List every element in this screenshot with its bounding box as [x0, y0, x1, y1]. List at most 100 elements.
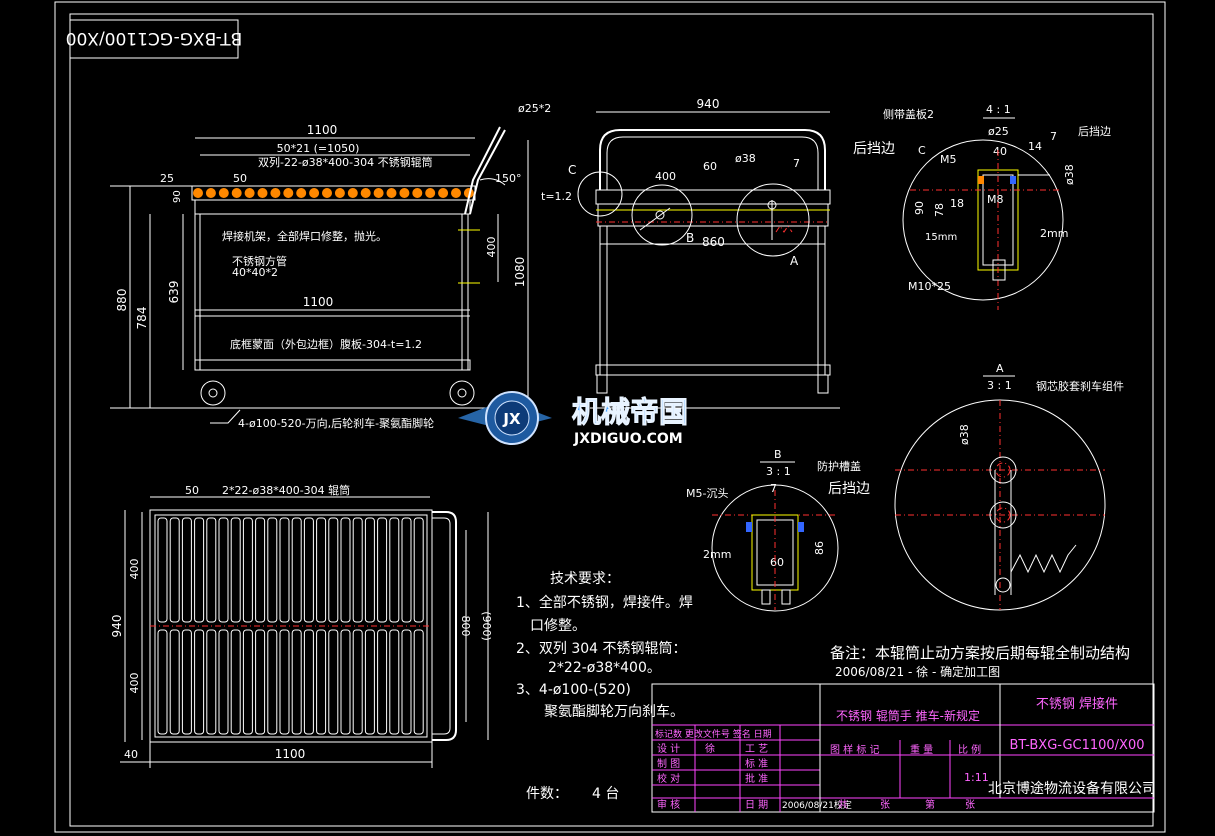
- remark: 备注：本辊筒止动方案按后期每辊全制动结构: [830, 644, 1130, 662]
- title-design: 设 计: [657, 742, 680, 755]
- tech-item3a: 3、4-ø100-(520): [516, 682, 631, 698]
- side-roller: [334, 188, 345, 198]
- top-roller: [316, 629, 327, 735]
- front-detail-a-circle: [736, 183, 810, 257]
- dim-1100-mid: 1100: [303, 295, 334, 309]
- tube-note-2: 40*40*2: [232, 266, 278, 279]
- top-roller: [303, 517, 314, 623]
- rotated-code: BT-BXG-GC1100/X00: [66, 28, 243, 48]
- top-roller: [401, 517, 412, 623]
- front-label-b: B: [686, 231, 694, 245]
- side-roller: [270, 188, 281, 198]
- top-roller: [291, 517, 302, 623]
- tech-item1b: 口修整。: [530, 618, 586, 634]
- top-roller: [328, 517, 339, 623]
- detail-c-dim-90: 90: [913, 201, 926, 215]
- top-roller: [413, 629, 424, 735]
- front-label-c: C: [568, 163, 576, 177]
- detail-c-m8: M8: [987, 193, 1004, 206]
- top-roller: [352, 517, 363, 623]
- front-dim-860: 860: [702, 235, 725, 249]
- bottom-note: 底框蒙面（外包边框）腹板-304-t=1.2: [230, 337, 422, 351]
- title-material: 不锈钢 焊接件: [1036, 696, 1118, 712]
- title-h-total: 共: [838, 799, 848, 811]
- top-roller: [340, 629, 351, 735]
- front-back-edge: 后挡边: [853, 141, 895, 157]
- side-view: 1100 50*21 (=1050) 双列-22-ø38*400-304 不锈钢…: [110, 102, 551, 430]
- top-roller: [401, 629, 412, 735]
- dim-50: 50: [233, 172, 247, 185]
- side-roller: [412, 188, 423, 198]
- side-roller: [399, 188, 410, 198]
- top-roller: [218, 629, 229, 735]
- detail-a-note: 钢芯胶套刹车组件: [1036, 379, 1124, 393]
- front-dim-60: 60: [703, 160, 717, 173]
- top-roller: [242, 629, 253, 735]
- front-label-t: t=1.2: [541, 190, 572, 203]
- tech-item1a: 1、全部不锈钢，焊接件。焊: [516, 594, 693, 611]
- top-dim-900: (900): [480, 611, 493, 641]
- dim-1080: 1080: [513, 257, 527, 288]
- top-roller: [169, 517, 180, 623]
- detail-c-dim-40: 40: [993, 145, 1007, 158]
- top-roller: [157, 629, 168, 735]
- title-standard: 标 准: [745, 758, 768, 770]
- detail-b-dim-86: 86: [813, 541, 826, 555]
- watermark-logo: JX 机械帝国 JXDIGUO.COM: [458, 391, 689, 447]
- watermark-badge: JX: [502, 410, 521, 428]
- top-dim-400b: 400: [128, 673, 141, 694]
- detail-b: B 3 : 1 防护槽盖 后挡边 M5-沉头 7 2mm 60 86: [686, 448, 870, 612]
- top-roller: [279, 517, 290, 623]
- caster-note: 4-ø100-520-万向,后轮刹车-聚氨酯脚轮: [238, 416, 434, 430]
- top-roller: [377, 629, 388, 735]
- detail-b-back-edge: 后挡边: [828, 481, 870, 497]
- tech-title: 技术要求：: [550, 571, 620, 587]
- top-roller: [157, 517, 168, 623]
- top-roller: [181, 629, 192, 735]
- side-roller: [283, 188, 294, 198]
- detail-b-label: B: [774, 448, 782, 461]
- watermark-site: JXDIGUO.COM: [573, 431, 683, 447]
- detail-a-label: A: [996, 362, 1004, 375]
- detail-c-m5: M5: [940, 153, 957, 166]
- side-roller: [425, 188, 436, 198]
- detail-a: A 3 : 1 钢芯胶套刹车组件 ø38: [894, 362, 1124, 611]
- detail-c: 侧带盖板2 4 : 1 ø25 40 7 14 后挡边 C M5 M8 18 9…: [883, 103, 1111, 310]
- dim-1100-top: 1100: [307, 123, 338, 137]
- top-roller: [267, 629, 278, 735]
- title-craft: 工 艺: [745, 743, 768, 755]
- tech-item2b: 2*22-ø38*400。: [548, 660, 661, 676]
- detail-c-circle: [902, 139, 1064, 301]
- rotated-code-box: [69, 19, 239, 59]
- title-review: 审 核: [657, 798, 680, 811]
- top-roller: [316, 517, 327, 623]
- detail-b-dim-60: 60: [770, 556, 784, 569]
- detail-c-dim-38: ø38: [1063, 164, 1076, 185]
- caster-right: [449, 380, 475, 406]
- top-roller: [279, 629, 290, 735]
- detail-b-guard: 防护槽盖: [817, 459, 861, 473]
- top-roller: [230, 517, 241, 623]
- dim-400-handle: 400: [485, 237, 498, 258]
- top-roller: [352, 629, 363, 735]
- dim-25: 25: [160, 172, 174, 185]
- side-roller: [231, 188, 242, 198]
- top-roller: [389, 517, 400, 623]
- front-view: 940 400 60 ø38 7 后挡边 C t=1.2 B 860 A: [541, 97, 895, 409]
- dim-90: 90: [172, 190, 183, 203]
- dim-pitch: 50*21 (=1050): [277, 142, 360, 155]
- top-roller: [328, 629, 339, 735]
- top-roller: [364, 629, 375, 735]
- top-view: 50 2*22-ø38*400-304 辊筒 940 400 400 800 (…: [110, 483, 493, 768]
- detail-b-dim-2mm: 2mm: [703, 548, 731, 561]
- qty-label: 件数：: [526, 786, 568, 802]
- top-roller: [218, 517, 229, 623]
- remark-date: 2006/08/21 - 徐 - 确定加工图: [835, 664, 1000, 679]
- dim-639: 639: [167, 281, 181, 304]
- dim-880: 880: [115, 289, 129, 312]
- detail-b-m5: M5-沉头: [686, 487, 728, 500]
- top-dim-50: 50: [185, 484, 199, 497]
- top-dim-800: 800: [459, 616, 472, 637]
- detail-c-label: C: [918, 144, 926, 157]
